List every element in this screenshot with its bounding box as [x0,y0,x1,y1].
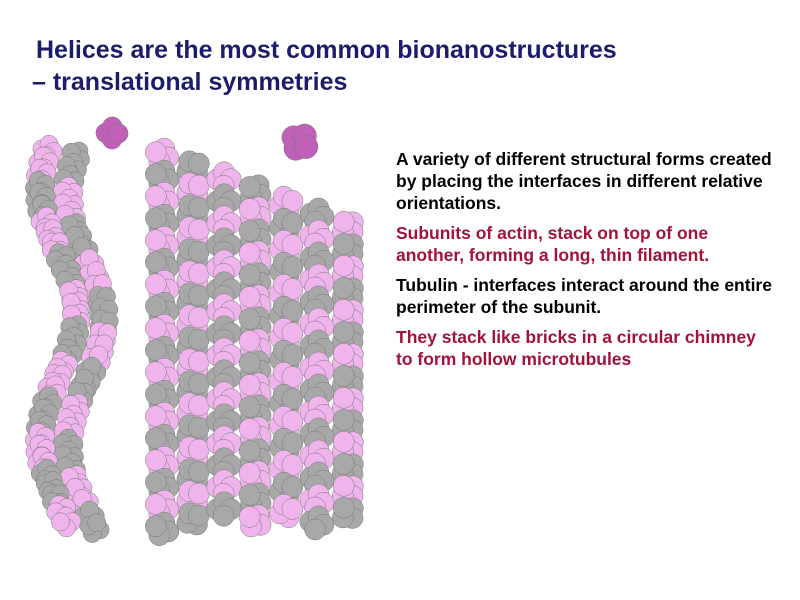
tubulin-subunit [188,482,210,505]
tubulin-subunit [238,506,261,528]
tubulin-subunit [238,286,261,308]
tubulin-subunit [188,350,210,373]
tubulin-subunit [238,352,261,374]
tubulin-subunit [238,484,261,506]
tubulin-subunit [238,462,261,484]
tubulin-subunit [281,190,304,212]
tubulin-subunit [332,387,355,409]
tubulin-subunit [332,233,355,255]
tubulin-subunit [238,176,261,198]
tubulin-subunit [145,163,167,185]
tubulin-subunit [281,322,304,344]
tubulin-subunit [281,432,304,454]
tubulin-subunit [238,418,261,440]
tubulin-subunit [332,321,355,343]
microtubule [145,137,364,546]
tubulin-subunit [332,343,355,365]
tubulin-subunit [188,174,210,197]
tubulin-subunit [188,328,210,351]
tubulin-subunit [281,278,304,300]
actin-subunit [87,513,107,532]
tubulin-subunit [238,198,261,220]
tubulin-subunit [145,493,167,515]
tubulin-subunit [281,344,304,366]
tubulin-subunit [304,518,326,541]
tubulin-subunit [281,498,304,520]
tubulin-subunit [188,416,210,439]
tubulin-subunit [238,330,261,352]
tubulin-subunit [238,264,261,286]
tubulin-dimer [293,134,319,159]
tubulin-subunit [332,299,355,321]
paragraph-tubulin: Tubulin - interfaces interact around the… [396,275,772,317]
tubulin-subunit [332,409,355,431]
tubulin-subunit [145,295,167,317]
tubulin-subunit [188,152,210,175]
title-line-1: Helices are the most common bionanostruc… [36,36,617,64]
slide-title: Helices are the most common bionanostruc… [32,34,786,98]
tubulin-subunit [145,185,167,207]
tubulin-subunit [188,262,210,285]
tubulin-subunit [188,240,210,263]
tubulin-subunit [332,211,355,233]
tubulin-subunit [145,229,167,251]
tubulin-dimer [108,123,129,144]
tubulin-subunit [281,300,304,322]
tubulin-subunit [332,365,355,387]
actin-filament [25,134,119,543]
tubulin-subunit [145,383,167,405]
tubulin-subunit [332,497,355,519]
tubulin-subunit [145,207,167,229]
tubulin-subunit [281,234,304,256]
tubulin-subunit [238,220,261,242]
tubulin-subunit [145,405,167,427]
slide-body: A variety of different structural forms … [396,148,776,378]
tubulin-subunit [281,212,304,234]
paragraph-microtubules: They stack like bricks in a circular chi… [396,327,756,369]
paragraph-actin: Subunits of actin, stack on top of one a… [396,223,710,265]
tubulin-subunit [188,218,210,241]
tubulin-subunit [332,453,355,475]
tubulin-subunit [281,366,304,388]
tubulin-subunit [145,339,167,361]
tubulin-subunit [281,476,304,498]
tubulin-subunit [145,141,167,163]
free-subunits [95,116,319,161]
tubulin-subunit [145,273,167,295]
tubulin-subunit [281,256,304,278]
title-line-2: – translational symmetries [32,68,348,96]
tubulin-subunit [332,475,355,497]
tubulin-subunit [238,440,261,462]
tubulin-subunit [281,410,304,432]
tubulin-subunit [238,396,261,418]
tubulin-subunit [238,308,261,330]
tubulin-subunit [281,388,304,410]
tubulin-subunit [188,394,210,417]
tubulin-subunit [145,251,167,273]
tubulin-subunit [332,277,355,299]
tubulin-subunit [188,196,210,219]
tubulin-subunit [188,438,210,461]
actin-subunit [51,512,70,532]
tubulin-subunit [281,454,304,476]
tubulin-subunit [238,374,261,396]
paragraph-variety: A variety of different structural forms … [396,149,772,213]
tubulin-subunit [188,284,210,307]
tubulin-subunit [188,372,210,395]
tubulin-subunit [238,242,261,264]
tubulin-subunit [145,515,167,537]
tubulin-subunit [332,431,355,453]
tubulin-subunit [145,471,167,493]
tubulin-subunit [188,460,210,483]
tubulin-subunit [332,255,355,277]
tubulin-subunit [145,361,167,383]
tubulin-subunit [145,449,167,471]
tubulin-subunit [188,504,210,527]
tubulin-subunit [188,306,210,329]
tubulin-subunit [145,427,167,449]
tubulin-subunit [145,317,167,339]
tubulin-subunit [212,504,235,527]
